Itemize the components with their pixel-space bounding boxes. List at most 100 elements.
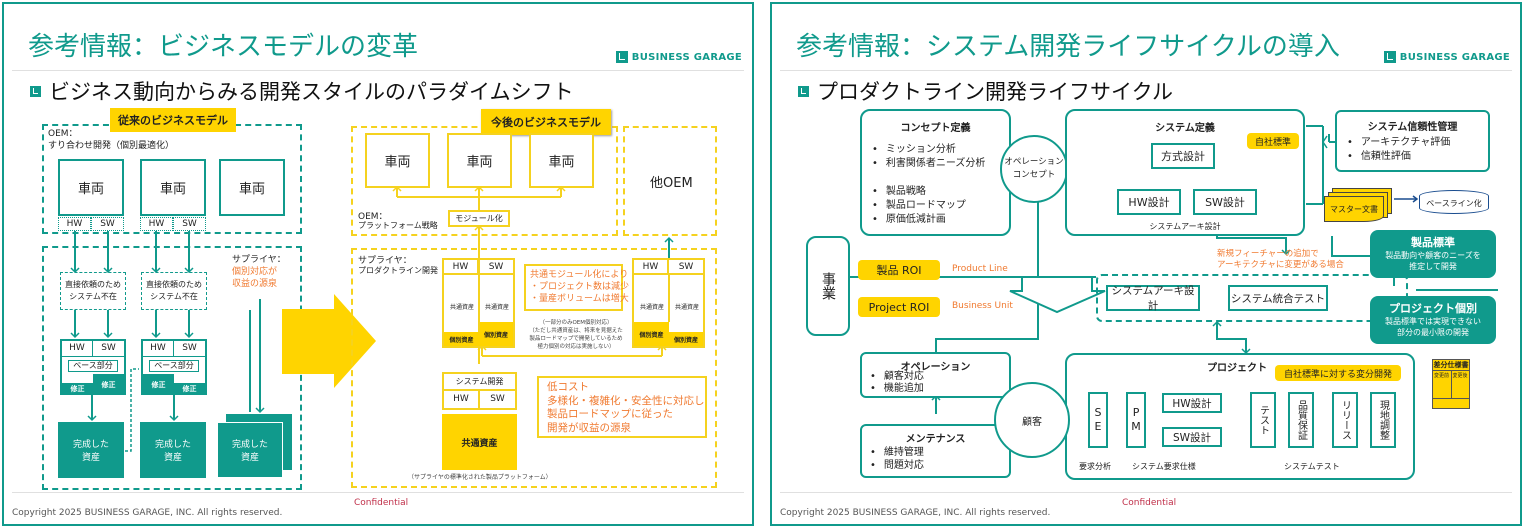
business-box: 事業 (806, 236, 850, 336)
fix-cell: 修正 (62, 383, 93, 395)
business-unit-label: Business Unit (952, 301, 1013, 311)
system-dev-box: システム開発 HW SW (442, 372, 517, 410)
direct-request-line2: システム不在 (150, 292, 198, 301)
sw-cell: SW (93, 341, 124, 357)
other-oem-area (623, 126, 717, 236)
old-oem-desc: すり合わせ開発（個別最適化） (48, 141, 175, 151)
system-def-title: システム定義 (1155, 123, 1215, 134)
old-hw-tag-1: HW (58, 217, 91, 231)
product-standard-desc: 推定して開発 (1409, 262, 1457, 271)
sw-cell: SW (174, 341, 205, 357)
customer-circle: 顧客 (994, 382, 1070, 458)
new-feature-line: アーキテクチャに変更がある場合 (1217, 260, 1344, 270)
maintenance-list: 維持管理 問題対応 (870, 446, 924, 472)
project-title: プロジェクト (1207, 363, 1267, 374)
slide-subtitle: プロダクトライン開発ライフサイクル (798, 76, 1173, 106)
label-requirements: 要求分析 (1079, 462, 1111, 471)
master-doc-icon: マスター文書 (1324, 196, 1384, 222)
operation-list: 顧客対応 機能追加 (870, 371, 924, 395)
maintenance-item: 問題対応 (870, 459, 924, 472)
completed-asset-line1: 完成した (72, 440, 109, 450)
product-roi-badge: 製品 ROI (858, 260, 940, 280)
concept-item: 利害関係者ニーズ分析 (872, 157, 986, 171)
old-supplier-note-2: 収益の源泉 (232, 279, 278, 289)
old-sw-tag-1: SW (91, 217, 124, 231)
subtitle-text: プロダクトライン開発ライフサイクル (817, 80, 1173, 104)
partial-note-line: （一部分のみOEM個別対応） (539, 320, 613, 326)
label-system-test: システムテスト (1284, 462, 1340, 471)
brand-logo-icon (1383, 51, 1396, 63)
reliability-title: システム信頼性管理 (1367, 122, 1458, 133)
project-individual-box: プロジェクト個別 製品標準では実現できない 部分の最小限の開発 (1370, 296, 1496, 344)
maintenance-title: メンテナンス (905, 434, 966, 445)
system-definition-box: システム定義 自社標準 方式設計 HW設計 SW設計 システムアーキ設計 (1065, 109, 1305, 236)
new-supplier-area (351, 248, 717, 488)
sw-design-box: SW設計 (1193, 189, 1257, 215)
project-hw-design-box: HW設計 (1162, 393, 1222, 413)
old-supplier-label: サプライヤ： (232, 255, 286, 265)
benefit-note-line: 製品ロードマップに従った (547, 408, 673, 420)
diff-spec-doc-icon: 差分仕様書 変更前 変更後 (1432, 359, 1470, 409)
se-box: SE (1088, 392, 1108, 448)
project-individual-desc: 製品標準では実現できない (1385, 317, 1481, 326)
brand-logo: BUSINESS GARAGE (1383, 51, 1510, 63)
integration-test-box: システム統合テスト (1228, 285, 1328, 311)
partial-note-line: 製品ロードマップで開発しているため (529, 336, 623, 342)
old-direct-request-2: 直接依頼のため システム不在 (141, 272, 207, 310)
common-asset: 共通資産 (640, 304, 665, 311)
divider (478, 275, 480, 332)
individual-asset: 個別資産 (669, 332, 703, 346)
slide-subtitle: ビジネス動向からみる開発スタイルのパラダイムシフト (30, 76, 574, 106)
common-asset-core: 共通資産 (442, 414, 517, 470)
ops-concept-line: コンセプト (1012, 170, 1056, 180)
completed-asset-line2: 資産 (240, 453, 259, 463)
hw-cell: HW (634, 260, 669, 275)
hw-cell: HW (444, 391, 480, 408)
operation-title: オペレーション (900, 362, 971, 373)
maintenance-box: メンテナンス 維持管理 問題対応 (860, 424, 1011, 478)
module-note: 共通モジュール化により ・プロジェクト数は減少 ・量産ボリュームは増大 (524, 264, 629, 311)
reliability-item: アーキテクチャ評価 (1347, 136, 1450, 150)
partial-note: （一部分のみOEM個別対応） （ただし共通資産は、将来を見据えた 製品ロードマッ… (526, 319, 626, 351)
ops-concept-circle: オペレーション コンセプト (1000, 135, 1068, 203)
old-asset-block-2: HW SW ベース部分 修正 修正 (141, 339, 207, 395)
sw-cell: SW (669, 260, 703, 275)
old-asset-block-1: HW SW ベース部分 修正 修正 (60, 339, 126, 395)
benefit-note-line: 低コスト (547, 381, 589, 393)
confidential-label: Confidential (354, 498, 409, 508)
new-supplier-desc: プロダクトライン開発 (358, 266, 438, 275)
ops-concept-line: オペレーション (1004, 157, 1064, 167)
completed-asset-line1: 完成した (154, 440, 191, 450)
slide-business-model: 参考情報：ビジネスモデルの変革 BUSINESS GARAGE ビジネス動向から… (2, 2, 754, 526)
operation-item: 機能追加 (870, 383, 924, 395)
completed-asset-line2: 資産 (81, 453, 100, 463)
divider (668, 275, 670, 322)
old-sw-tag-2: SW (173, 217, 206, 231)
baseline-database-icon: ベースライン化 (1419, 190, 1489, 214)
module-note-line: 共通モジュール化により (530, 270, 629, 280)
project-individual-desc: 部分の最小限の開発 (1397, 328, 1469, 337)
concept-item: ミッション分析 (872, 143, 985, 157)
sw-cell: SW (490, 394, 505, 404)
brand-name: BUSINESS GARAGE (1399, 51, 1510, 63)
reliability-list: アーキテクチャ評価 信頼性評価 (1347, 136, 1450, 164)
diff-spec-title: 差分仕様書 (1433, 361, 1469, 371)
slide-lifecycle: 参考情報：システム開発ライフサイクルの導入 BUSINESS GARAGE プロ… (770, 2, 1522, 526)
new-vehicle-3: 車両 (529, 133, 594, 188)
label-system-spec: システム要求仕様 (1132, 462, 1196, 471)
partial-note-line: 極力個別の対応は実施しない） (537, 344, 615, 350)
platform-note: （サプライヤの標準化された製品プラットフォーム） (408, 474, 552, 481)
completed-asset-2: 完成した資産 (140, 422, 206, 478)
partial-note-line: （ただし共通資産は、将来を見据えた (529, 328, 623, 334)
new-vehicle-1: 車両 (365, 133, 430, 188)
method-design-box: 方式設計 (1151, 143, 1215, 169)
completed-asset-line1: 完成した (231, 440, 268, 450)
sw-cell: SW (479, 260, 513, 275)
product-standard-desc: 製品動向や顧客のニーズを (1385, 251, 1481, 260)
product-line-label: Product Line (952, 264, 1008, 274)
maintenance-item: 維持管理 (870, 446, 924, 459)
old-vehicle-3: 車両 (219, 159, 285, 216)
concept-title: コンセプト定義 (900, 123, 971, 134)
concept-list-1: ミッション分析 利害関係者ニーズ分析 (872, 143, 986, 171)
concept-definition-box: コンセプト定義 ミッション分析 利害関係者ニーズ分析 製品戦略 製品ロードマップ… (860, 109, 1011, 236)
